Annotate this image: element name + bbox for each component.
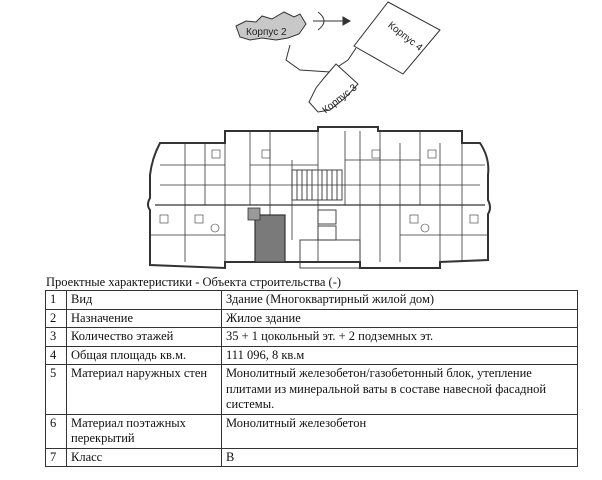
typical-floor-plan [147,126,491,270]
row-value: Монолитный железобетон [221,413,578,449]
north-arrow-head [342,16,352,26]
row-label: Материал поэтажных перекрытий [66,413,222,449]
row-number: 7 [45,447,67,467]
row-number: 2 [45,308,67,328]
floor-outer-wall [147,126,491,270]
specs-caption: Проектные характеристики - Объекта строи… [46,275,342,289]
row-number: 1 [45,290,67,310]
row-value: B [221,447,578,467]
building-korpus-2-shape [235,11,307,41]
elevator-core [291,169,361,269]
row-label: Материал наружных стен [66,364,222,415]
site-boundary [285,44,357,73]
plumbing-fixtures [159,149,479,233]
compass-arc [317,11,325,31]
building-korpus-2-label: Корпус 2 [246,27,287,38]
row-value: Здание (Многоквартирный жилой дом) [221,290,578,310]
row-label: Количество этажей [66,327,222,347]
building-korpus-4-shape [353,1,441,75]
row-value: 111 096, 8 кв.м [221,345,578,365]
row-value: Жилое здание [221,308,578,328]
site-plan: Корпус 2 Корпус 4 Корпус 3 [235,1,441,116]
row-label: Назначение [66,308,222,328]
building-korpus-3-shape [308,63,359,113]
row-value: Монолитный железобетон/газобетонный блок… [221,364,578,415]
row-number: 3 [45,327,67,347]
row-number: 5 [45,364,67,415]
row-label: Вид [66,290,222,310]
partition-walls [150,131,488,268]
highlighted-apartment [254,214,286,263]
row-number: 6 [45,413,67,449]
floor-plan-drawing: Корпус 2 Корпус 4 Корпус 3 [147,1,491,270]
row-number: 4 [45,345,67,365]
row-label: Класс [66,447,222,467]
row-label: Общая площадь кв.м. [66,345,222,365]
row-value: 35 + 1 цокольный эт. + 2 подземных эт. [221,327,578,347]
